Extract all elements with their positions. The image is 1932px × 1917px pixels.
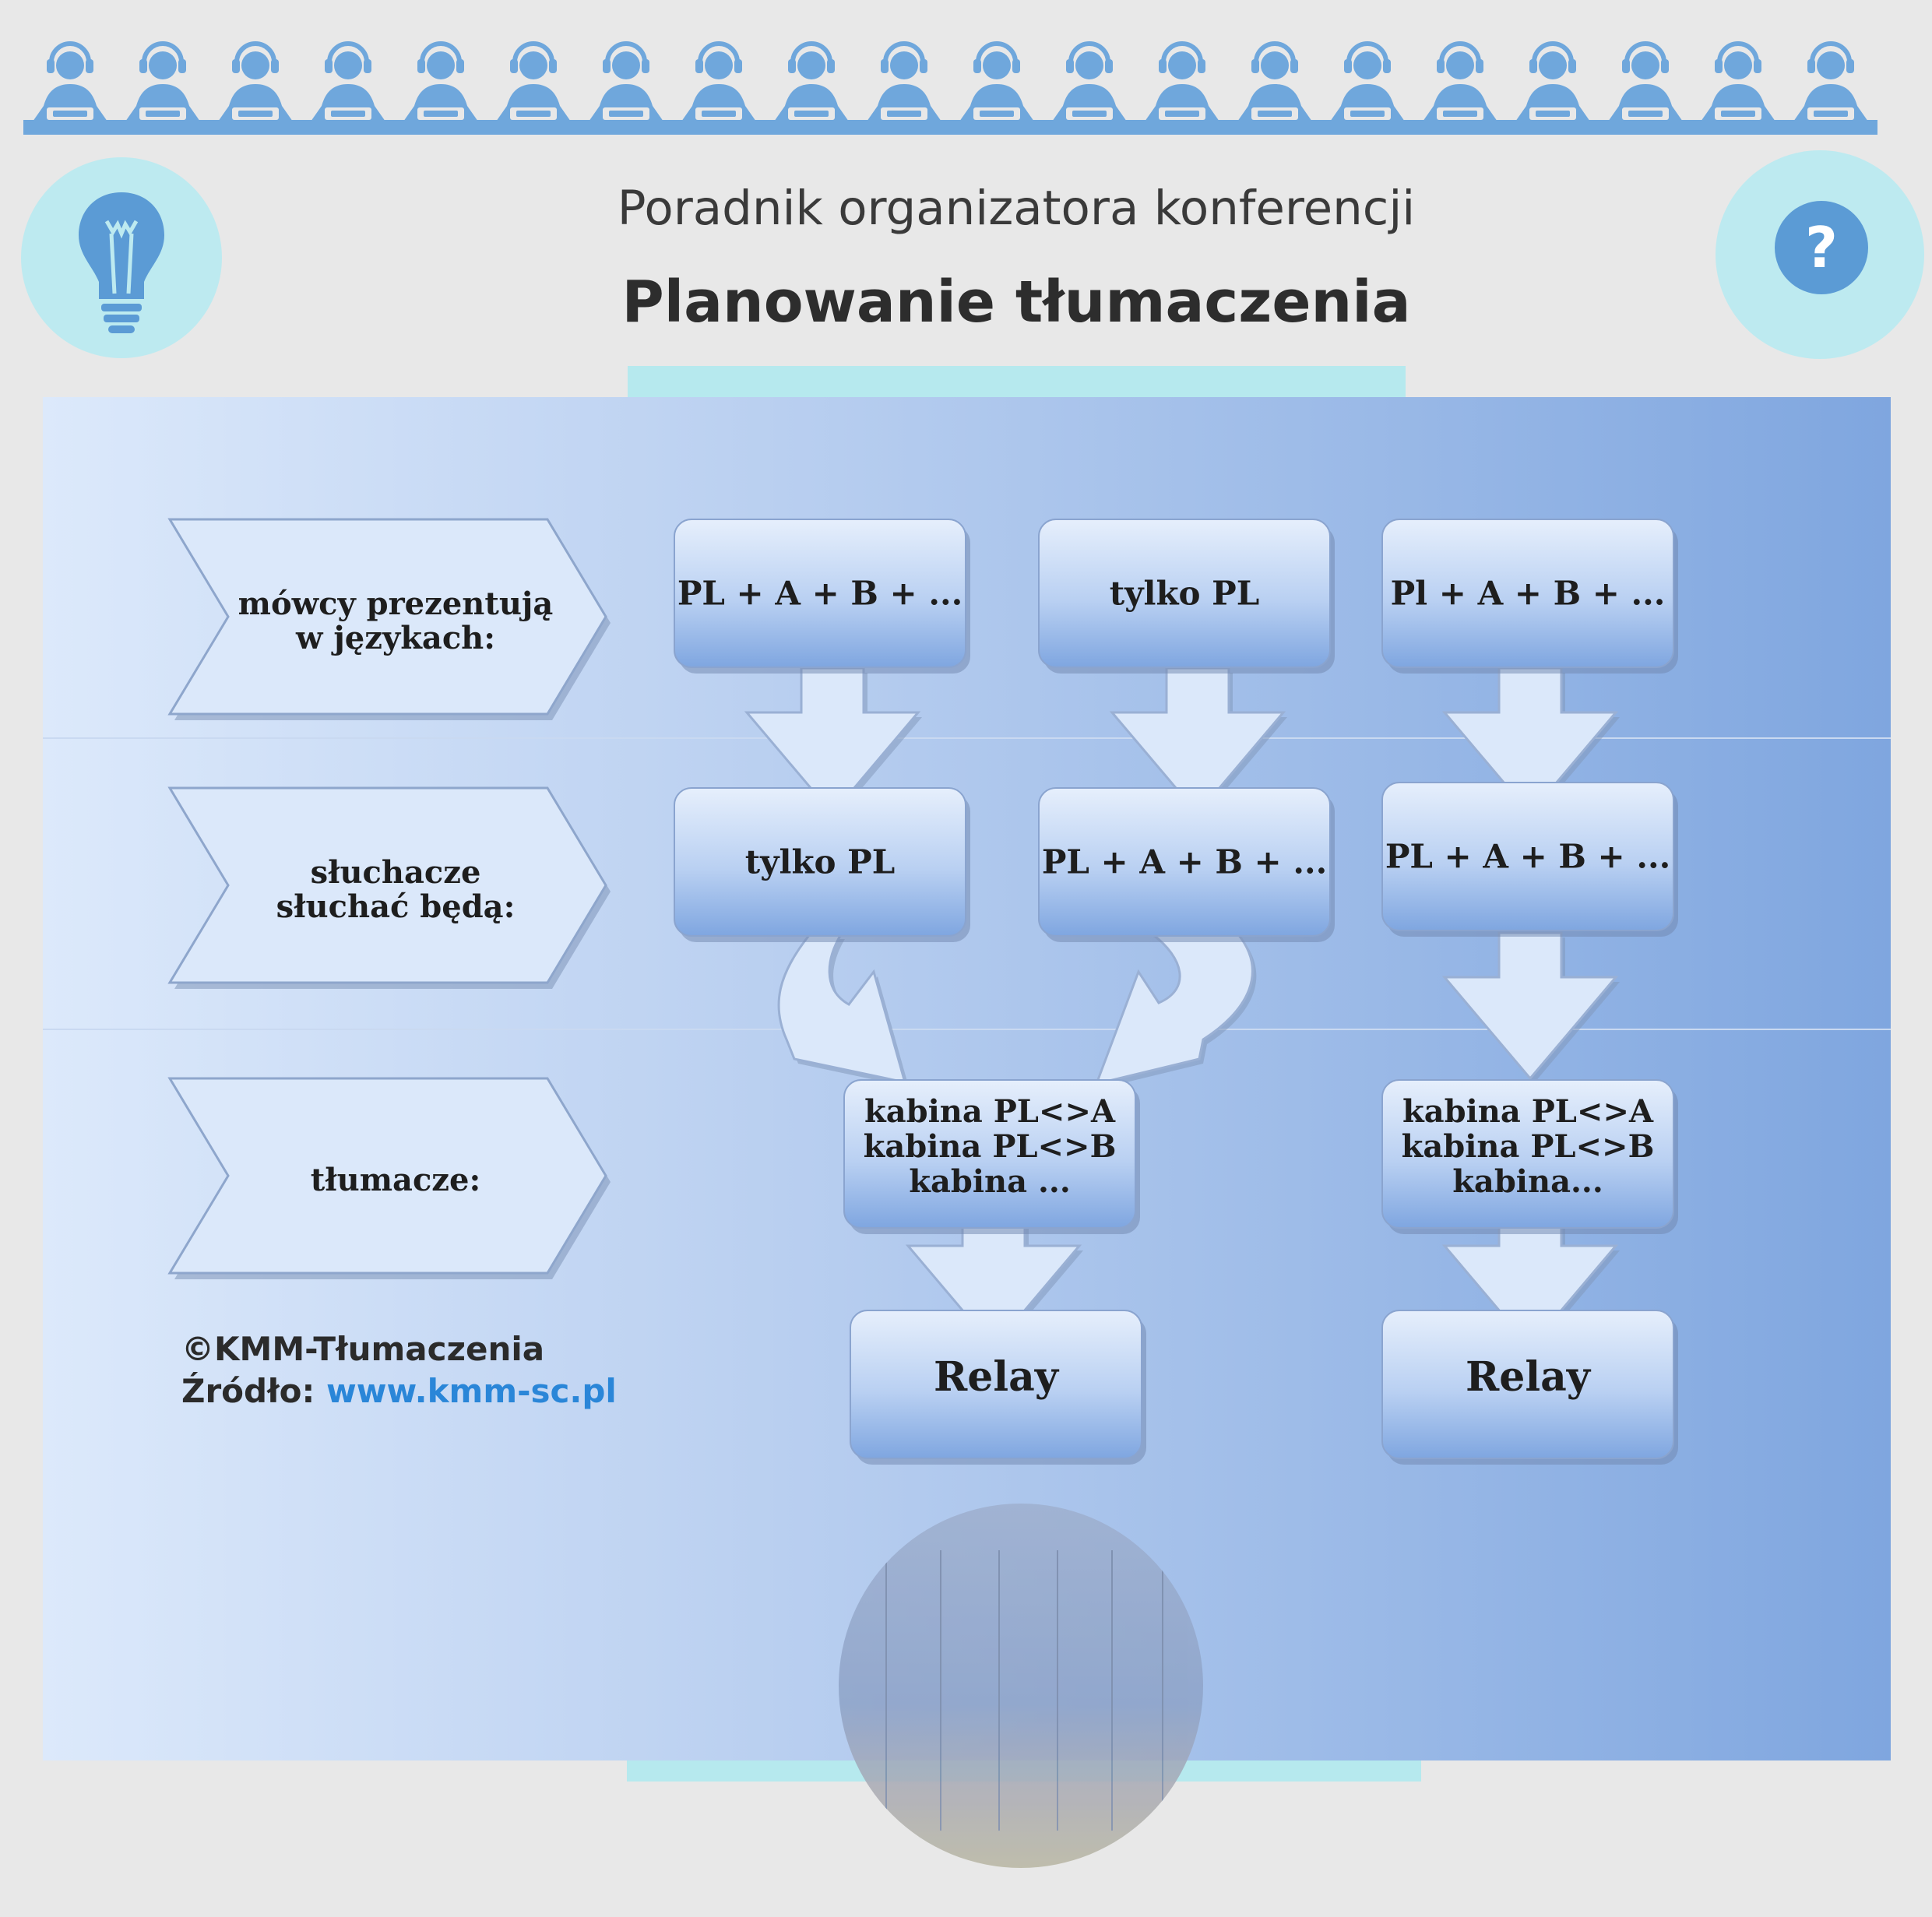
help-badge: ? bbox=[1716, 150, 1924, 359]
interpreter-with-headset-icon bbox=[579, 41, 673, 135]
interpreter-with-headset-icon bbox=[1135, 41, 1229, 135]
flow-arrow-down bbox=[1441, 931, 1620, 1083]
row-label-text: tłumacze: bbox=[311, 1162, 480, 1198]
flow-box-text: PL + A + B + ... bbox=[677, 575, 962, 613]
interpreter-with-headset-icon bbox=[301, 41, 395, 135]
interpreter-with-headset-icon bbox=[1321, 41, 1414, 135]
interpreter-with-headset-icon bbox=[394, 41, 487, 135]
interpreter-with-headset-icon bbox=[1506, 41, 1599, 135]
source-line: Źródło: www.kmm-sc.pl bbox=[181, 1372, 617, 1410]
flow-arrow-curved bbox=[1094, 933, 1257, 1089]
flow-box-text: Relay bbox=[1466, 1353, 1592, 1401]
accent-bar-top bbox=[628, 366, 1406, 397]
interpreter-with-headset-icon bbox=[1691, 41, 1785, 135]
interpreter-with-headset-icon bbox=[857, 41, 951, 135]
flow-box-relay-1: Relay bbox=[850, 1310, 1146, 1465]
flow-arrow-down bbox=[1109, 667, 1287, 818]
interpreter-with-headset-icon bbox=[116, 41, 209, 135]
flow-box-text: tylko PL bbox=[745, 843, 896, 881]
page-title: Planowanie tłumaczenia bbox=[621, 269, 1411, 336]
flow-box-listeners-1: tylko PL bbox=[674, 787, 970, 942]
interpreter-with-headset-icon bbox=[1228, 41, 1321, 135]
interpreter-with-headset-icon bbox=[672, 41, 765, 135]
flow-box-text: kabina... bbox=[1452, 1163, 1603, 1200]
interpreters-icon-row bbox=[23, 39, 1877, 136]
svg-text:?: ? bbox=[1805, 215, 1838, 280]
flow-box-text: Relay bbox=[934, 1353, 1060, 1401]
flow-box-speakers-1: PL + A + B + ... bbox=[674, 519, 970, 674]
flow-box-text: PL + A + B + ... bbox=[1042, 843, 1327, 881]
row-label-text: w językach: bbox=[295, 620, 495, 656]
interpreter-with-headset-icon bbox=[765, 41, 858, 135]
source-label: Źródło: bbox=[181, 1372, 326, 1410]
source-link[interactable]: www.kmm-sc.pl bbox=[326, 1372, 617, 1410]
row-label-chevron: tłumacze: bbox=[167, 1077, 611, 1279]
interpreter-with-headset-icon bbox=[23, 41, 117, 135]
flow-arrow-down bbox=[744, 667, 922, 818]
interpreter-with-headset-icon bbox=[1043, 41, 1136, 135]
interpreter-with-headset-icon bbox=[1413, 41, 1507, 135]
page-subtitle: Poradnik organizatora konferencji bbox=[617, 181, 1416, 236]
flow-box-text: kabina PL<>B bbox=[864, 1128, 1117, 1165]
flow-box-text: kabina PL<>A bbox=[1402, 1093, 1654, 1130]
flow-box-text: Pl + A + B + ... bbox=[1391, 575, 1666, 613]
flow-box-speakers-2: tylko PL bbox=[1038, 519, 1335, 674]
flow-box-listeners-2: PL + A + B + ... bbox=[1038, 787, 1335, 942]
flow-box-listeners-3: PL + A + B + ... bbox=[1381, 782, 1678, 937]
row-label-text: mówcy prezentują bbox=[238, 586, 554, 622]
interpreter-with-headset-icon bbox=[1784, 41, 1877, 135]
interpreter-with-headset-icon bbox=[209, 41, 302, 135]
interpreter-booths-photo bbox=[839, 1504, 1203, 1868]
interpreter-with-headset-icon bbox=[487, 41, 580, 135]
lightbulb-badge bbox=[21, 157, 222, 358]
flow-box-text: tylko PL bbox=[1110, 575, 1260, 613]
interpreter-with-headset-icon bbox=[1599, 41, 1692, 135]
flow-arrow-down bbox=[1441, 667, 1620, 818]
lightbulb-icon bbox=[79, 192, 164, 333]
flow-box-text: kabina PL<>B bbox=[1402, 1128, 1655, 1165]
question-mark-icon: ? bbox=[1775, 201, 1868, 294]
interpreter-with-headset-icon bbox=[950, 41, 1043, 135]
flow-box-relay-2: Relay bbox=[1381, 1310, 1678, 1465]
flow-box-speakers-3: Pl + A + B + ... bbox=[1381, 519, 1678, 674]
row-label-text: słuchać będą: bbox=[276, 888, 516, 925]
flow-box-text: PL + A + B + ... bbox=[1385, 838, 1670, 876]
copyright-text: ©KMM-Tłumaczenia bbox=[181, 1330, 545, 1368]
row-label-text: słuchacze bbox=[311, 854, 481, 891]
flow-arrow-curved bbox=[777, 933, 909, 1087]
flow-box-text: kabina ... bbox=[909, 1163, 1071, 1200]
flow-box-text: kabina PL<>A bbox=[864, 1093, 1116, 1130]
